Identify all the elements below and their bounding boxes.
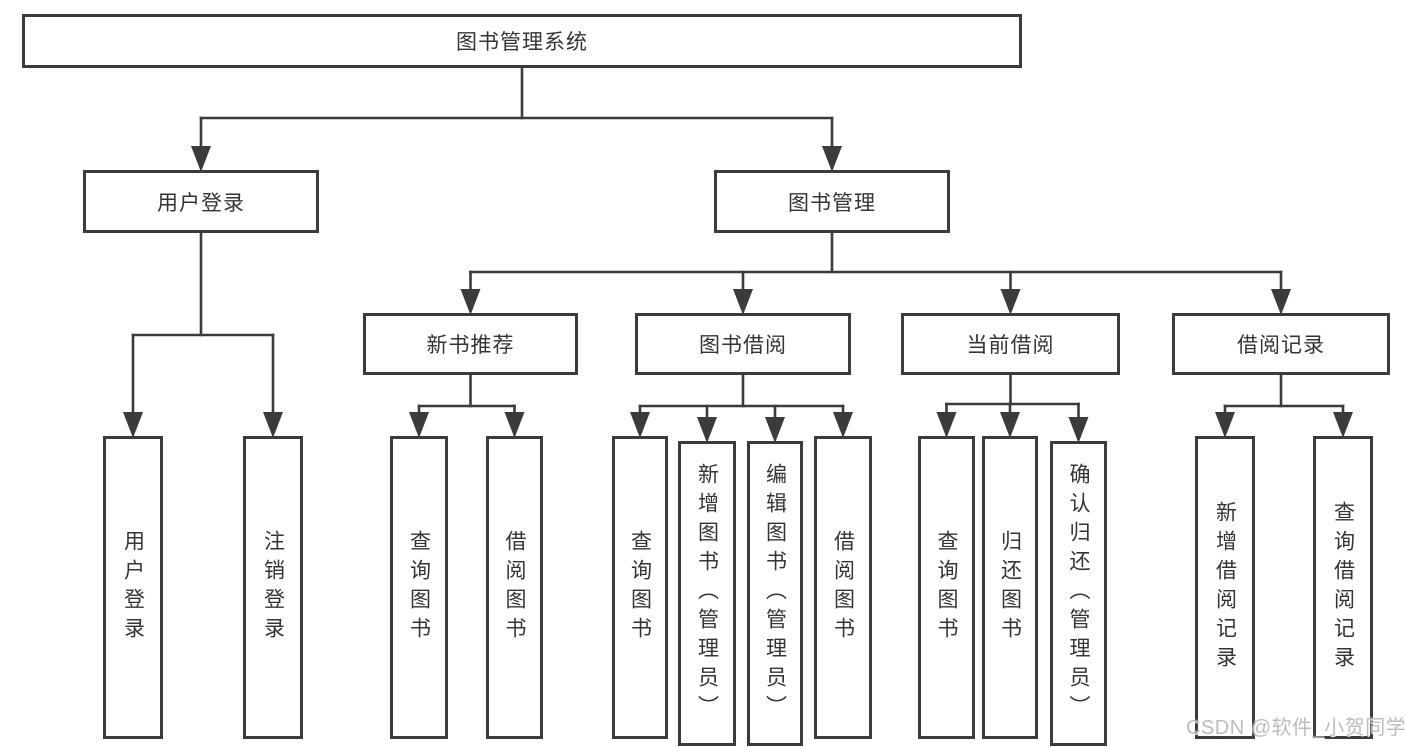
node-add-borrow-record: 新增借阅记录 [1195, 436, 1255, 739]
node-label: 新书推荐 [426, 334, 515, 357]
csdn-watermark: CSDN @软件_小贺同学 [1186, 717, 1405, 739]
node-query-books: 查询图书 [390, 436, 448, 739]
node-label: 新增图书（管理员） [695, 463, 719, 724]
node-label: 确认归还（管理员） [1067, 463, 1091, 724]
node-query-books: 查询图书 [612, 436, 668, 739]
node-label: 查询借阅记录 [1331, 500, 1355, 675]
node-label: 查询图书 [628, 529, 652, 646]
node-label: 用户登录 [157, 191, 245, 215]
node-label: 归还图书 [998, 529, 1022, 646]
node-label: 图书借阅 [699, 334, 787, 357]
node-label: 借阅图书 [503, 529, 527, 646]
node-query-borrow-record: 查询借阅记录 [1313, 436, 1373, 739]
node-new-book-recommendation: 新书推荐 [363, 313, 578, 375]
node-label: 查询图书 [935, 529, 959, 646]
node-return-books: 归还图书 [982, 436, 1038, 739]
node-borrowing-records: 借阅记录 [1172, 313, 1390, 375]
node-confirm-return-admin: 确认归还（管理员） [1050, 441, 1107, 746]
node-label: 注销登录 [261, 529, 285, 646]
node-label: 编辑图书（管理员） [763, 463, 787, 724]
node-label: 查询图书 [407, 529, 431, 646]
node-add-books-admin: 新增图书（管理员） [678, 441, 736, 746]
node-user-login-action: 用户登录 [103, 436, 163, 739]
node-label: 用户登录 [121, 529, 145, 646]
node-book-borrowing: 图书借阅 [635, 313, 851, 375]
node-user-login: 用户登录 [83, 170, 319, 233]
node-edit-books-admin: 编辑图书（管理员） [747, 441, 803, 746]
node-book-management: 图书管理 [714, 170, 950, 233]
node-label: 新增借阅记录 [1213, 500, 1237, 675]
node-query-books: 查询图书 [918, 436, 975, 739]
node-library-management-system: 图书管理系统 [22, 14, 1022, 68]
node-borrow-books: 借阅图书 [814, 436, 872, 739]
node-current-borrowing: 当前借阅 [901, 313, 1120, 375]
node-label: 图书管理系统 [456, 31, 588, 54]
node-logout-action: 注销登录 [243, 436, 303, 739]
node-label: 借阅记录 [1237, 334, 1325, 357]
node-label: 借阅图书 [831, 529, 855, 646]
node-borrow-books: 借阅图书 [486, 436, 543, 739]
node-label: 图书管理 [788, 191, 876, 215]
node-label: 当前借阅 [966, 334, 1055, 357]
